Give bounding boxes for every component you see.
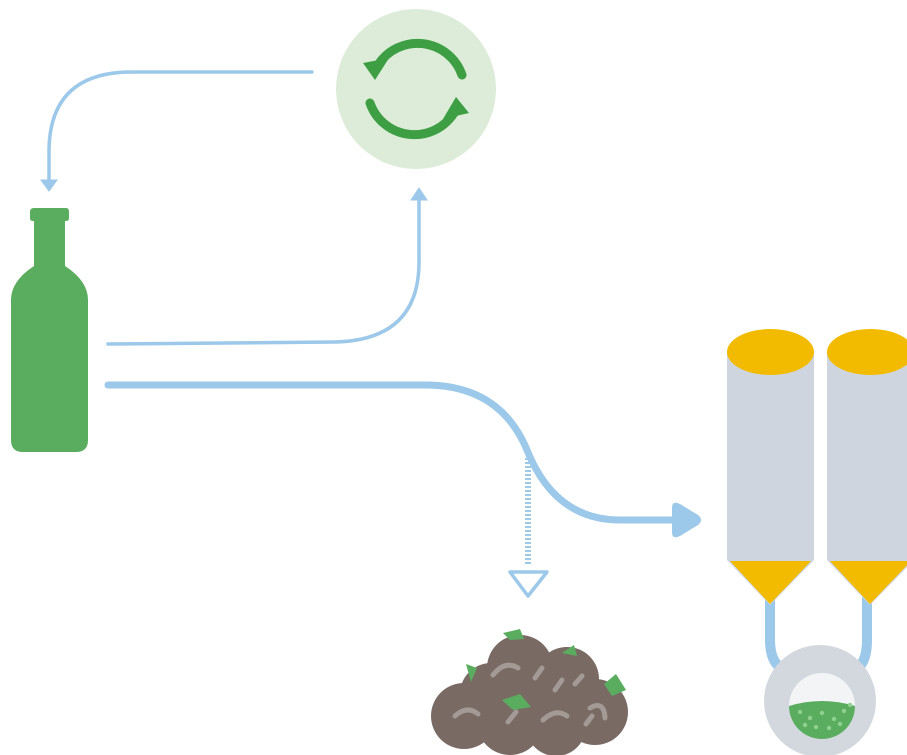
green-glass-bottle-icon (11, 208, 88, 452)
arrowhead-hollow-down-icon (508, 570, 549, 598)
landfill-node (431, 629, 628, 755)
silo-right-cap (827, 329, 907, 375)
flow-bottle-to-landfill (508, 458, 549, 598)
silo-left-funnel (730, 561, 811, 604)
silo-left-body (727, 352, 814, 550)
bottle-node (11, 208, 88, 452)
silo-right-funnel (830, 561, 907, 604)
flow-recycle-to-bottle (40, 70, 314, 192)
granule-dots (797, 702, 853, 731)
storage-silos-icon (727, 329, 907, 677)
green-granules-bowl-icon (789, 701, 855, 739)
recycle-node (336, 9, 496, 169)
silos-node (727, 329, 907, 677)
arrowhead-up-icon (410, 187, 428, 201)
garbage-marks (452, 662, 608, 727)
output-node (764, 645, 876, 755)
flow-bottle-to-silos (104, 381, 701, 538)
recycle-circle (336, 9, 496, 169)
recycle-arrows-icon (363, 38, 469, 140)
arrowhead-right-icon (672, 502, 701, 538)
leaf-icons (466, 629, 626, 710)
flow-bottle-to-recycle (106, 187, 428, 346)
arrowhead-down-icon (40, 179, 58, 192)
flow-line (47, 70, 314, 182)
flow-line-thick (104, 381, 679, 524)
silo-left-cap (727, 329, 814, 375)
flow-line (106, 198, 421, 346)
silo-right-body (827, 352, 907, 550)
garbage-pile-icon (431, 629, 628, 755)
